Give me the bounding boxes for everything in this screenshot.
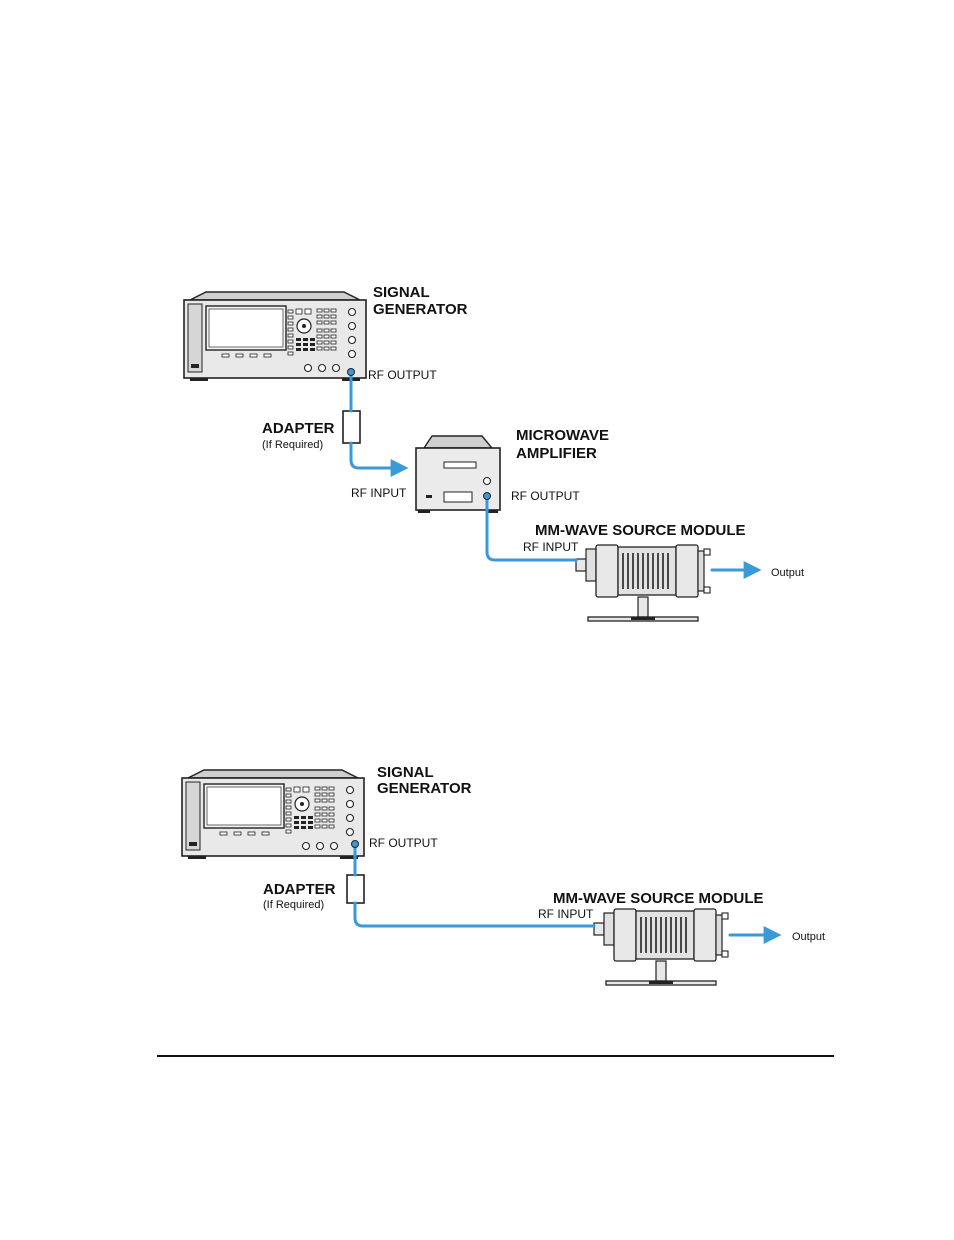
signal-generator-icon bbox=[184, 292, 366, 381]
adapter-label: ADAPTER bbox=[262, 420, 335, 437]
sg-rf-output-port bbox=[348, 369, 355, 376]
sg-rf-output-label: RF OUTPUT bbox=[368, 368, 437, 382]
mm-wave-module-icon bbox=[594, 909, 728, 985]
amp-rf-input-label: RF INPUT bbox=[351, 486, 407, 500]
amp-rf-output-label: RF OUTPUT bbox=[511, 489, 580, 503]
adapter-icon bbox=[347, 875, 364, 903]
diagram-top: SIGNAL GENERATOR RF OUTPUT ADAPTER (If R… bbox=[184, 284, 804, 621]
mm-rf-input-label: RF INPUT bbox=[523, 540, 579, 554]
output-label: Output bbox=[792, 931, 825, 943]
cable-adapter-amp bbox=[351, 443, 405, 468]
page-divider-rule bbox=[157, 1055, 834, 1057]
signal-generator-icon bbox=[182, 770, 364, 859]
signal-generator-label-2: GENERATOR bbox=[377, 780, 472, 797]
sg-rf-output-label: RF OUTPUT bbox=[369, 836, 438, 850]
adapter-note: (If Required) bbox=[262, 439, 323, 451]
amplifier-label-1: MICROWAVE bbox=[516, 427, 609, 444]
mm-wave-module-icon bbox=[576, 545, 710, 621]
adapter-icon bbox=[343, 411, 360, 443]
amplifier-label-2: AMPLIFIER bbox=[516, 445, 597, 462]
output-label: Output bbox=[771, 567, 804, 579]
signal-generator-label-1: SIGNAL bbox=[377, 764, 434, 781]
sg-rf-output-port bbox=[352, 841, 359, 848]
mm-wave-module-label: MM-WAVE SOURCE MODULE bbox=[535, 522, 746, 539]
amp-rf-output-port bbox=[484, 493, 491, 500]
adapter-note: (If Required) bbox=[263, 899, 324, 911]
diagram-bottom: SIGNAL GENERATOR RF OUTPUT ADAPTER (If R… bbox=[182, 764, 825, 985]
mm-wave-module-label: MM-WAVE SOURCE MODULE bbox=[553, 890, 764, 907]
signal-generator-label-1: SIGNAL bbox=[373, 284, 430, 301]
mm-rf-input-label: RF INPUT bbox=[538, 907, 594, 921]
adapter-label: ADAPTER bbox=[263, 881, 336, 898]
signal-generator-label-2: GENERATOR bbox=[373, 301, 468, 318]
